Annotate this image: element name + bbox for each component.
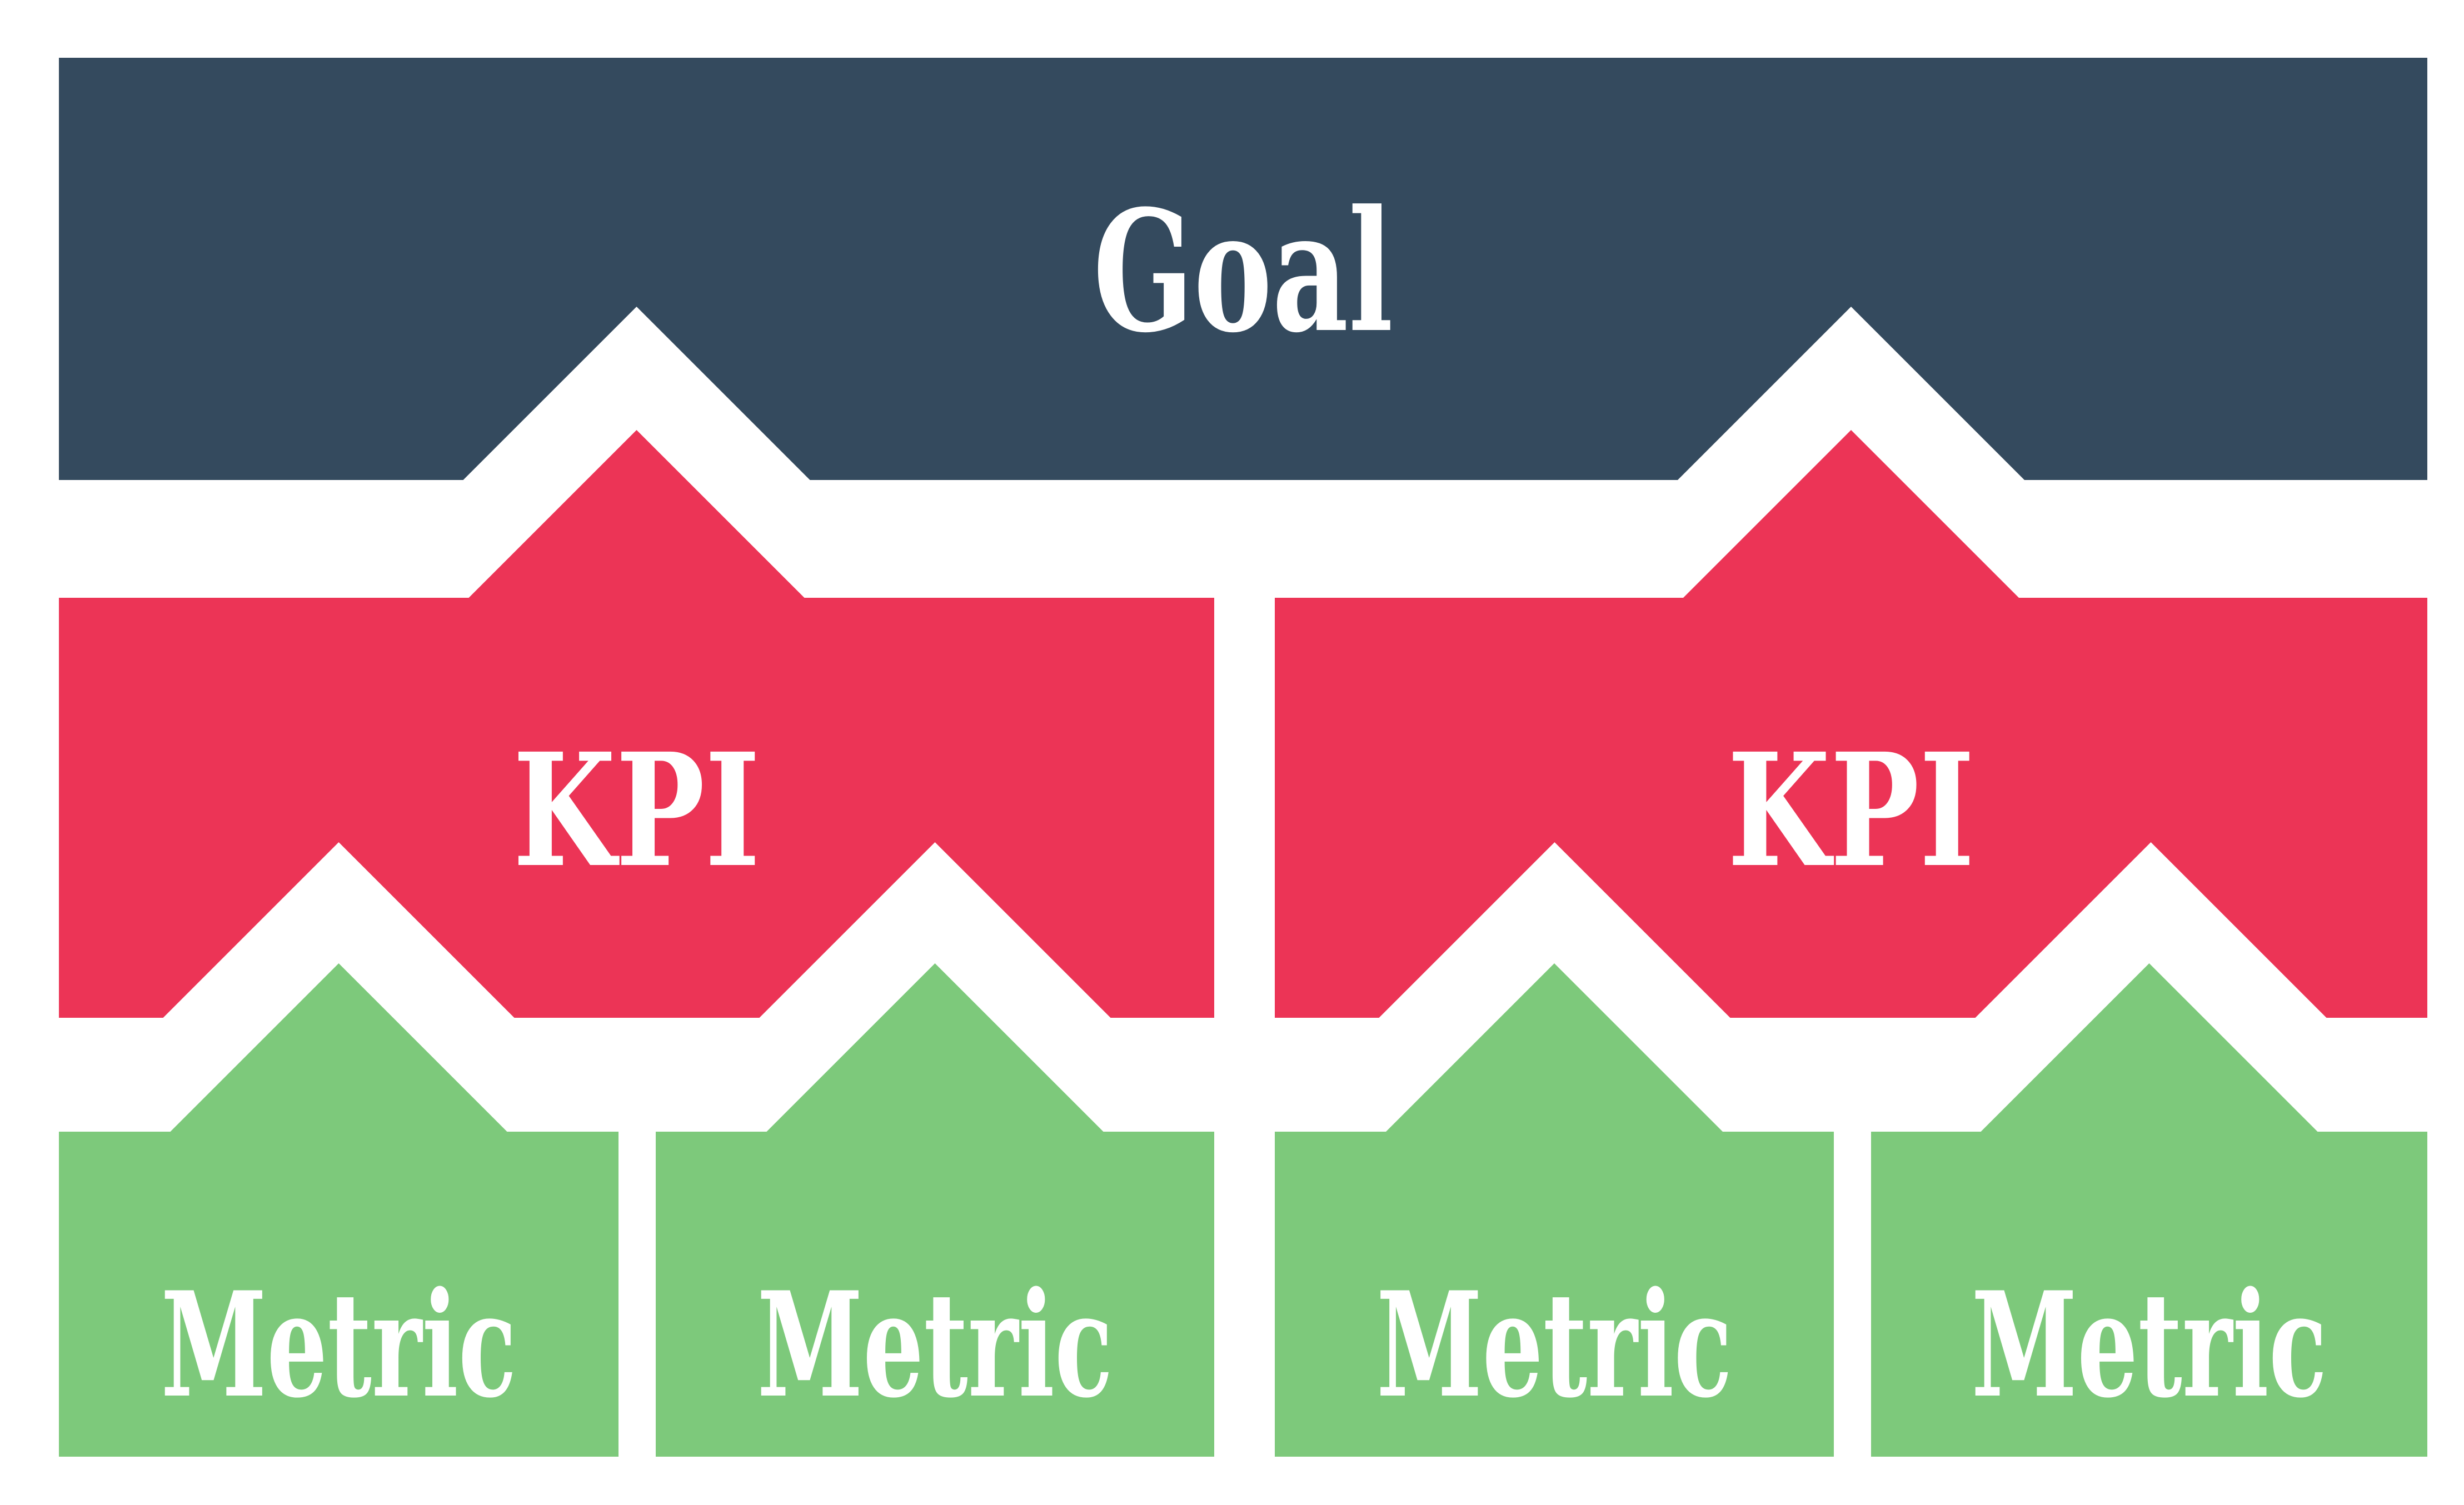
kpi-block-1 xyxy=(59,430,1214,1018)
metric-label-3: Metric xyxy=(1376,1261,1732,1430)
metric-label-1: Metric xyxy=(161,1261,517,1430)
kpi-block-2 xyxy=(1275,430,2427,1018)
kpi-label-2: KPI xyxy=(1728,719,1975,902)
metric-block-1 xyxy=(59,963,619,1457)
kpi-label-1: KPI xyxy=(513,719,760,902)
metric-block-3 xyxy=(1275,963,1834,1457)
goal-bar xyxy=(59,58,2427,480)
metric-block-2 xyxy=(656,963,1214,1457)
metric-label-2: Metric xyxy=(757,1261,1113,1430)
goal-label: Goal xyxy=(1093,173,1393,369)
metric-label-4: Metric xyxy=(1972,1261,2327,1430)
metric-block-4 xyxy=(1871,963,2427,1457)
